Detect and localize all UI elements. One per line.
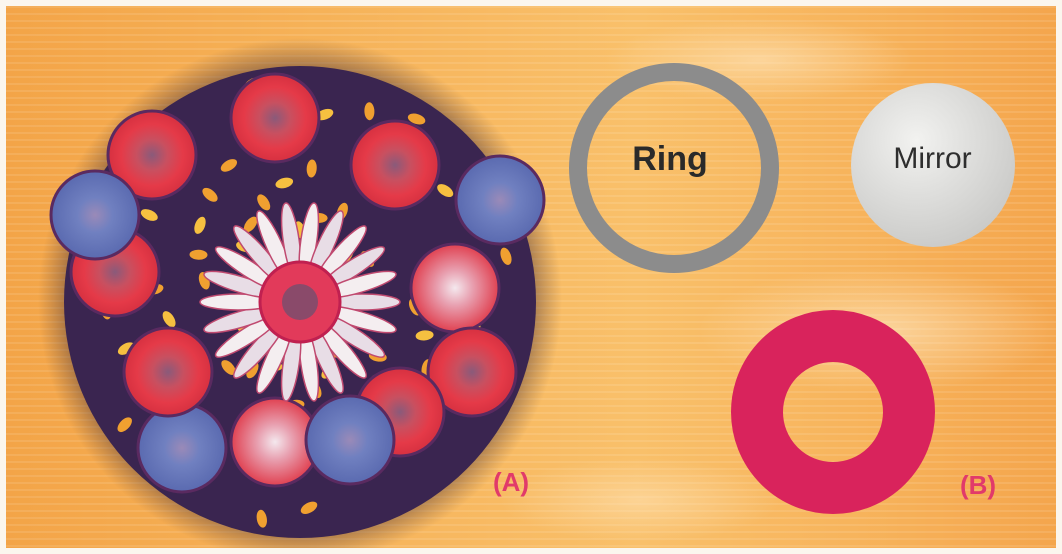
- kaleidoscope-flower: [411, 244, 499, 332]
- ring-label: Ring: [590, 140, 750, 179]
- kaleidoscope-flower: [138, 404, 226, 492]
- kaleidoscope-image: [38, 38, 562, 554]
- kaleidoscope-flower: [124, 328, 212, 416]
- kaleidoscope-flower: [51, 171, 139, 259]
- kaleidoscope-flower: [351, 121, 439, 209]
- pink-ring-disc: [757, 336, 909, 488]
- mirror-label: Mirror: [845, 142, 1020, 176]
- kaleidoscope-flower: [456, 156, 544, 244]
- kaleidoscope-flower: [306, 396, 394, 484]
- kaleidoscope-flower: [231, 74, 319, 162]
- panel-b-label: (B): [960, 470, 996, 501]
- panel-a-label: (A): [493, 467, 529, 498]
- rosette-core: [282, 284, 318, 320]
